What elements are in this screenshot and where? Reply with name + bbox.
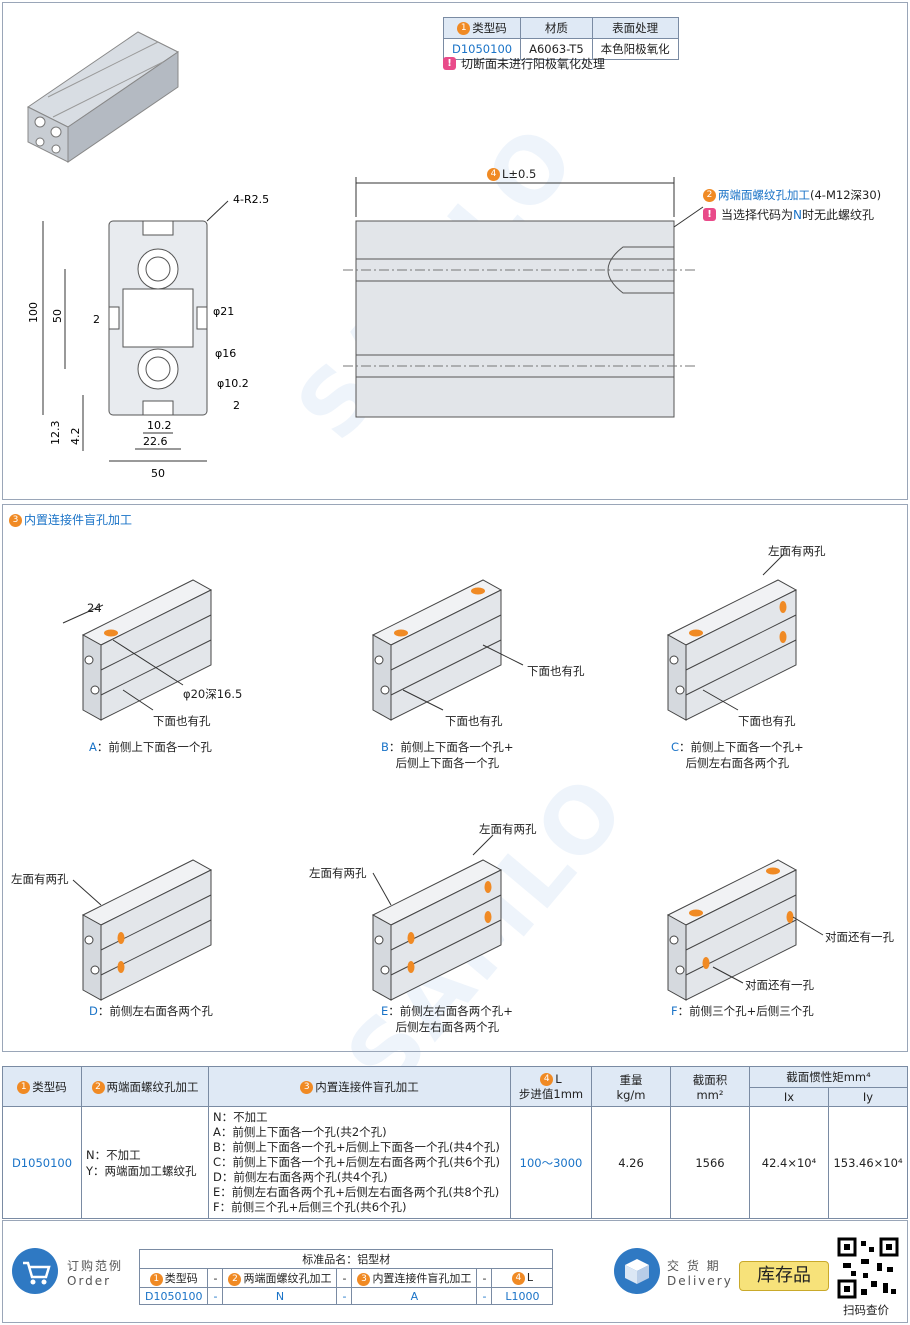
option-a-caption: A：前侧上下面各一个孔 — [89, 740, 212, 754]
dim-t2: 2 — [233, 399, 240, 412]
option-f-caption: F：前侧三个孔+后侧三个孔 — [671, 1004, 814, 1018]
mat-cell-material: A6063-T5 — [520, 38, 593, 60]
option-b-caption: B：前侧上下面各一个孔+ 后侧上下面各一个孔 — [381, 740, 514, 770]
dim-4-2: 4.2 — [69, 428, 82, 446]
qr-code-icon[interactable] — [837, 1237, 899, 1299]
order-v3: A — [351, 1287, 478, 1305]
dim-2: 2 — [93, 313, 100, 326]
delivery-box-icon — [614, 1248, 660, 1294]
dim-d21: φ21 — [213, 305, 234, 318]
dim-100: 100 — [27, 302, 40, 323]
qr-label: 扫码查价 — [843, 1303, 889, 1317]
order-v4: L1000 — [491, 1287, 554, 1305]
side-view-drawing — [343, 177, 704, 418]
spec-cell-holes: N：不加工 A：前侧上下面各一个孔(共2个孔) B：前侧上下面各一个孔+后侧上下… — [208, 1106, 511, 1219]
option-e-caption: E：前侧左右面各两个孔+ 后侧左右面各两个孔 — [381, 1004, 513, 1034]
spec-cell-iy: 153.46×10⁴ — [828, 1106, 908, 1219]
mat-cell-finish: 本色阳极氧化 — [591, 38, 679, 60]
profile-3d-image — [27, 31, 179, 163]
spec-cell-L: 100～3000 — [510, 1106, 592, 1219]
bottom-hole-label-b: 下面也有孔 — [445, 714, 503, 728]
spec-cell-type: D1050100 — [2, 1106, 82, 1219]
badge-3: 3 — [9, 514, 22, 527]
spec-header-inertia: 截面惯性矩mm⁴ — [749, 1066, 908, 1088]
order-v2: N — [222, 1287, 338, 1305]
cross-section-drawing: 4-R2.5 100 50 2 φ21 φ16 φ10.2 2 12.3 4.2… — [27, 193, 269, 480]
dim-22-6: 22.6 — [143, 435, 168, 448]
dim-d16: φ16 — [215, 347, 236, 360]
left-two-label-d: 左面有两孔 — [11, 872, 69, 886]
spec-header-ix: Ix — [749, 1087, 829, 1107]
dim-12-3: 12.3 — [49, 421, 62, 446]
left-two-label-e1: 左面有两孔 — [309, 866, 367, 880]
badge-1: 1 — [457, 22, 471, 35]
dim-50-v: 50 — [51, 309, 64, 323]
opposite-label-f2: 对面还有一孔 — [745, 978, 814, 992]
spec-cell-ix: 42.4×10⁴ — [749, 1106, 829, 1219]
dim-10-2: 10.2 — [147, 419, 172, 432]
bottom-hole-label-a: 下面也有孔 — [153, 714, 211, 728]
bottom-hole-label-b2: 下面也有孔 — [527, 664, 585, 678]
cart-icon — [12, 1248, 58, 1294]
order-std-name: 标准品名：铝型材 — [138, 1249, 554, 1269]
cut-note: !切断面未进行阳极氧化处理 — [443, 55, 605, 72]
badge-2: 2 — [703, 189, 716, 202]
opposite-label-f1: 对面还有一孔 — [825, 930, 894, 944]
stock-badge: 库存品 — [739, 1261, 829, 1291]
badge-4: 4 — [487, 168, 500, 181]
spec-cell-weight: 4.26 — [591, 1106, 671, 1219]
blind-hole-sketches — [62, 554, 824, 1001]
spec-cell-area: 1566 — [670, 1106, 750, 1219]
option-d-caption: D：前侧左右面各两个孔 — [89, 1004, 213, 1018]
hole-dim-label: φ20深16.5 — [183, 687, 243, 701]
mat-cell-type: D1050100 — [442, 38, 522, 60]
dim-radius: 4-R2.5 — [233, 193, 269, 206]
dim-50-h: 50 — [151, 467, 165, 480]
left-two-label-c: 左面有两孔 — [768, 544, 826, 558]
spec-header-iy: Iy — [828, 1087, 908, 1107]
dim-24: 24 — [87, 601, 102, 615]
warning-icon: ! — [443, 57, 456, 70]
order-v1: D1050100 — [138, 1287, 209, 1305]
left-two-label-e2: 左面有两孔 — [479, 822, 537, 836]
bottom-hole-label-c: 下面也有孔 — [738, 714, 796, 728]
option-c-caption: C：前侧上下面各一个孔+ 后侧左右面各两个孔 — [671, 740, 804, 770]
warning-icon: ! — [703, 208, 716, 221]
mat-header-material: 材质 — [520, 17, 593, 39]
mat-header-finish: 表面处理 — [591, 17, 679, 39]
dim-d10: φ10.2 — [217, 377, 249, 390]
